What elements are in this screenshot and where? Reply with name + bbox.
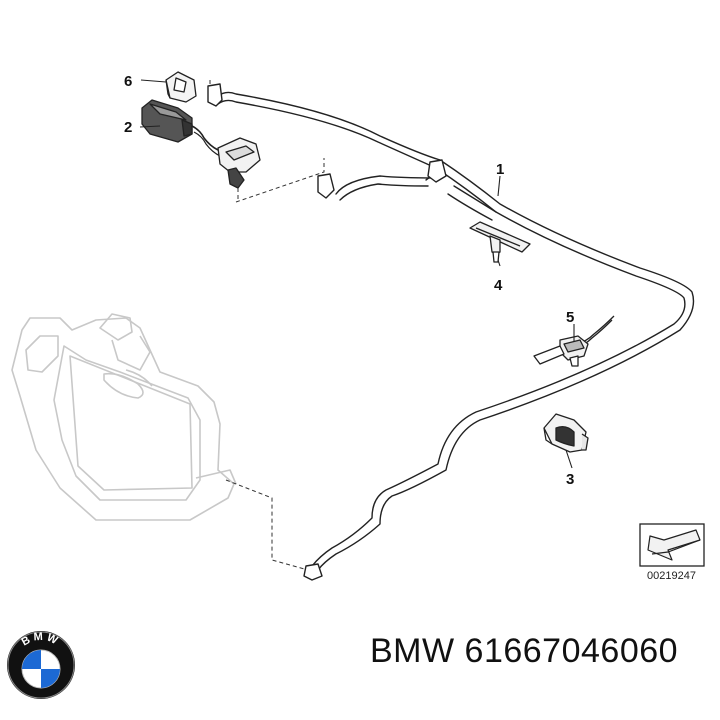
cable-clip-part-5 — [533, 315, 615, 367]
washer-fluid-reservoir — [11, 313, 237, 521]
clip-part-6 — [165, 71, 197, 103]
mounting-clip-part-4 — [469, 221, 531, 263]
hose-elbow-fittings — [207, 83, 447, 581]
part-caption: BMW 61667046060 — [370, 632, 678, 671]
callout-3: 3 — [566, 471, 574, 488]
callout-4: 4 — [494, 277, 503, 294]
callout-5: 5 — [566, 309, 574, 326]
drawing-number: 00219247 — [647, 570, 696, 582]
bmw-logo: BMW — [7, 631, 75, 699]
callout-1: 1 — [496, 161, 504, 178]
callout-leaders — [139, 79, 575, 469]
leader-lines — [209, 80, 325, 571]
svg-text:BMW: BMW — [20, 631, 63, 649]
washer-nozzle-part-2 — [141, 99, 261, 189]
washer-hose — [217, 91, 695, 571]
grommet-part-3 — [543, 413, 589, 453]
direction-indicator — [639, 523, 705, 567]
callout-6: 6 — [124, 73, 132, 90]
caption-brand: BMW — [370, 632, 455, 670]
callout-2: 2 — [124, 119, 132, 136]
caption-part-number: 61667046060 — [464, 632, 679, 670]
